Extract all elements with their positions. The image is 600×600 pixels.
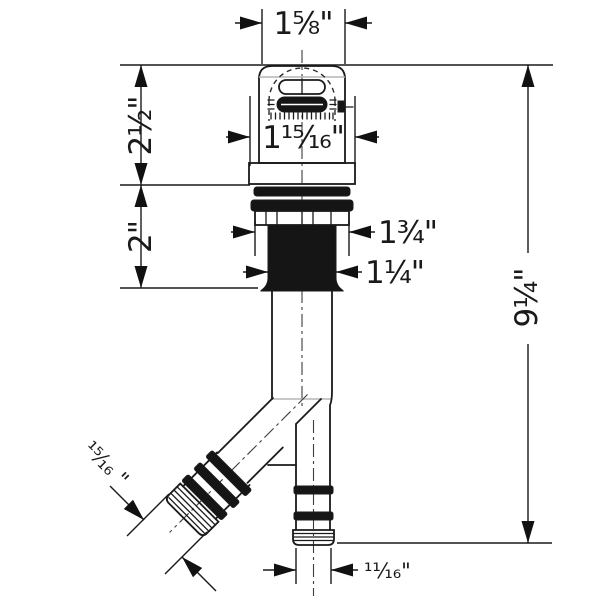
arrowhead [355,130,377,144]
bottom-barb-ring-1 [293,485,334,495]
side-barb-ring-1 [206,450,252,496]
valve-head [258,65,354,164]
ext-line-2 [164,531,208,575]
dimension-label: 2" [123,221,159,253]
gasket-ring-upper [253,186,351,197]
arrowhead [228,130,250,144]
side-neck-left [216,397,274,455]
bottom-barb-collar [292,529,335,546]
dimension-top-width: 1⁵⁄₈" [235,6,372,64]
arrowhead [345,16,367,30]
ext-lines [295,548,332,584]
dimension-label: 9¹⁄₄" [509,268,545,327]
dimension-side-outlet: ¹⁵⁄₁₆ " [79,437,217,592]
dimension-label: 2¹⁄₂" [123,96,159,155]
tube-right-wall [329,290,333,531]
side-barb-ring-2 [194,462,240,508]
arrowhead [331,563,353,577]
arrowhead [182,557,203,578]
body-tube [267,290,333,531]
dimension-thread-width: 1¹⁄₄" [243,255,425,291]
ext-line-1 [126,493,170,537]
bottom-outlet-barb [292,423,335,546]
arrowhead [233,225,255,239]
arrowhead [521,521,535,543]
head-notch [337,100,346,113]
dimension-label: 1¹⁄₄" [365,255,424,291]
nut-facets [265,210,332,226]
threaded-shank [260,224,344,292]
side-outlet-centerline [169,394,308,533]
arrowhead [240,16,262,30]
dimension-label: 1⁵⁄₈" [273,6,332,42]
head-outline [258,65,346,164]
ext-lines [249,96,356,166]
dimension-label: 1¹⁵⁄₁₆" [262,120,344,156]
arrowhead [336,265,358,279]
dimension-label: ¹⁵⁄₁₆ " [79,437,134,492]
side-collar-outline [165,482,220,537]
escutcheon-flange [248,162,356,185]
dimension-head-width: 1¹⁵⁄₁₆" [226,96,379,166]
ext-lines [254,221,350,256]
arrowhead [349,225,371,239]
arrowhead [521,65,535,87]
dimension-nut-width: 1³⁄₄" [231,215,438,256]
dimension-label: ¹¹⁄₁₆" [364,559,411,583]
bottom-collar-outline [292,529,335,546]
gasket-ring-lower [250,199,354,212]
arrowhead [134,163,148,185]
arrowhead [134,185,148,207]
mounting-nut [254,210,350,226]
dimension-upper-height: 2¹⁄₂" [120,64,553,186]
mounting-stack [248,162,356,292]
dimension-bottom-outlet: ¹¹⁄₁₆" [263,548,411,584]
side-barb-collar [165,482,220,537]
arrowhead [246,265,268,279]
arrowhead [274,563,296,577]
dimension-mid-height: 2" [120,185,258,289]
ext-lines [261,9,346,64]
side-outlet-barb [165,394,308,537]
side-neck-right [246,446,284,484]
side-collar-ribs [168,486,216,534]
arrowhead [123,499,144,520]
junction-inner-edge [295,398,322,425]
arrowhead [134,266,148,288]
arrowhead [134,65,148,87]
dimension-overall-height: 9¹⁄₄" [337,65,552,544]
bottom-collar-ribs [293,532,334,542]
dimension-label: 1³⁄₄" [378,215,437,251]
hatch-ticks [267,99,337,120]
bottom-barb-ring-2 [293,511,334,521]
side-barb-ring-3 [181,474,228,521]
